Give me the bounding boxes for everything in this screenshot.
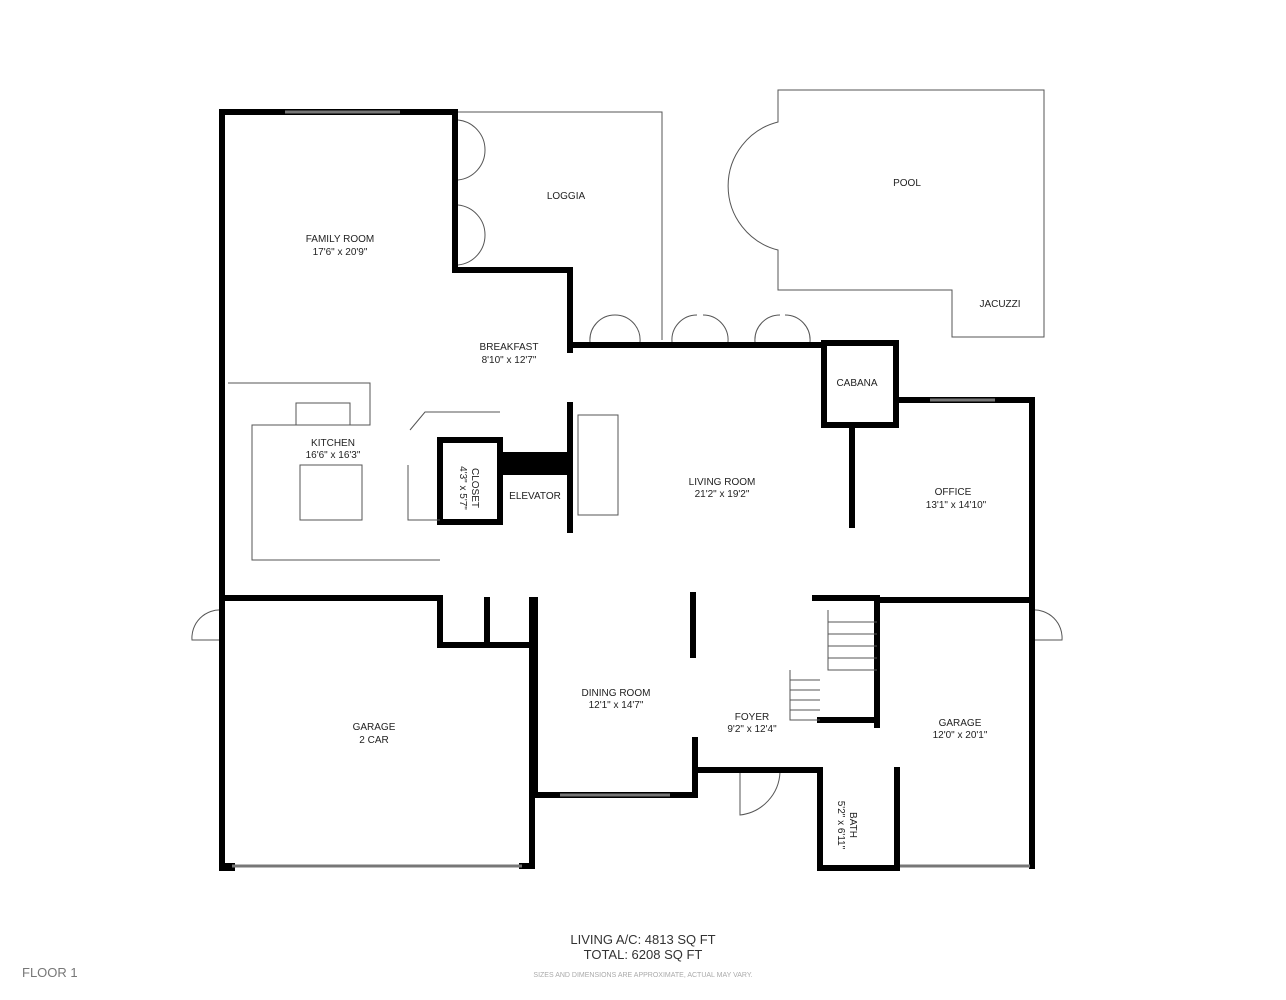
loggia-doors xyxy=(191,119,1063,816)
foyer-dims: 9'2" x 12'4" xyxy=(727,724,777,735)
total-area-text: TOTAL: 6208 SQ FT xyxy=(584,947,703,962)
disclaimer-text: SIZES AND DIMENSIONS ARE APPROXIMATE, AC… xyxy=(533,972,752,979)
family-room-label: FAMILY ROOM xyxy=(306,234,375,245)
foyer-label: FOYER xyxy=(735,712,769,723)
pool-label: POOL xyxy=(893,178,921,189)
office-dims: 13'1" x 14'10" xyxy=(926,500,987,511)
bath-dims: 5'2" x 6'11" xyxy=(835,801,846,850)
living-area-text: LIVING A/C: 4813 SQ FT xyxy=(570,932,715,947)
pool-outline xyxy=(727,89,1045,338)
living-room-dims: 21'2" x 19'2" xyxy=(695,489,750,500)
walls xyxy=(219,109,1035,871)
living-room-label: LIVING ROOM xyxy=(689,477,756,488)
garage-doors xyxy=(232,110,1030,868)
garage-label: GARAGE xyxy=(939,718,982,729)
garage-2car-dims: 2 CAR xyxy=(359,735,388,746)
breakfast-dims: 8'10" x 12'7" xyxy=(482,355,537,366)
garage-dims: 12'0" x 20'1" xyxy=(933,730,988,741)
dining-room-label: DINING ROOM xyxy=(582,688,651,699)
bath-label: BATH xyxy=(847,812,858,838)
fixtures xyxy=(228,382,877,721)
closet-label: CLOSET xyxy=(469,468,480,508)
dining-room-dims: 12'1" x 14'7" xyxy=(589,700,644,711)
office-label: OFFICE xyxy=(935,487,972,498)
closet-dims: 4'3" x 5'7" xyxy=(457,466,468,510)
loggia-label: LOGGIA xyxy=(547,191,586,202)
floor-label: FLOOR 1 xyxy=(22,965,78,980)
cabana-label: CABANA xyxy=(836,378,877,389)
elevator-label: ELEVATOR xyxy=(509,491,561,502)
jacuzzi-label: JACUZZI xyxy=(979,299,1020,310)
garage-2car-label: GARAGE xyxy=(353,722,396,733)
elevator-shaft xyxy=(500,455,570,475)
breakfast-label: BREAKFAST xyxy=(480,342,539,353)
family-room-dims: 17'6" x 20'9" xyxy=(313,247,368,258)
kitchen-label: KITCHEN xyxy=(311,438,355,449)
kitchen-dims: 16'6" x 16'3" xyxy=(306,450,361,461)
loggia-outline xyxy=(455,111,663,340)
